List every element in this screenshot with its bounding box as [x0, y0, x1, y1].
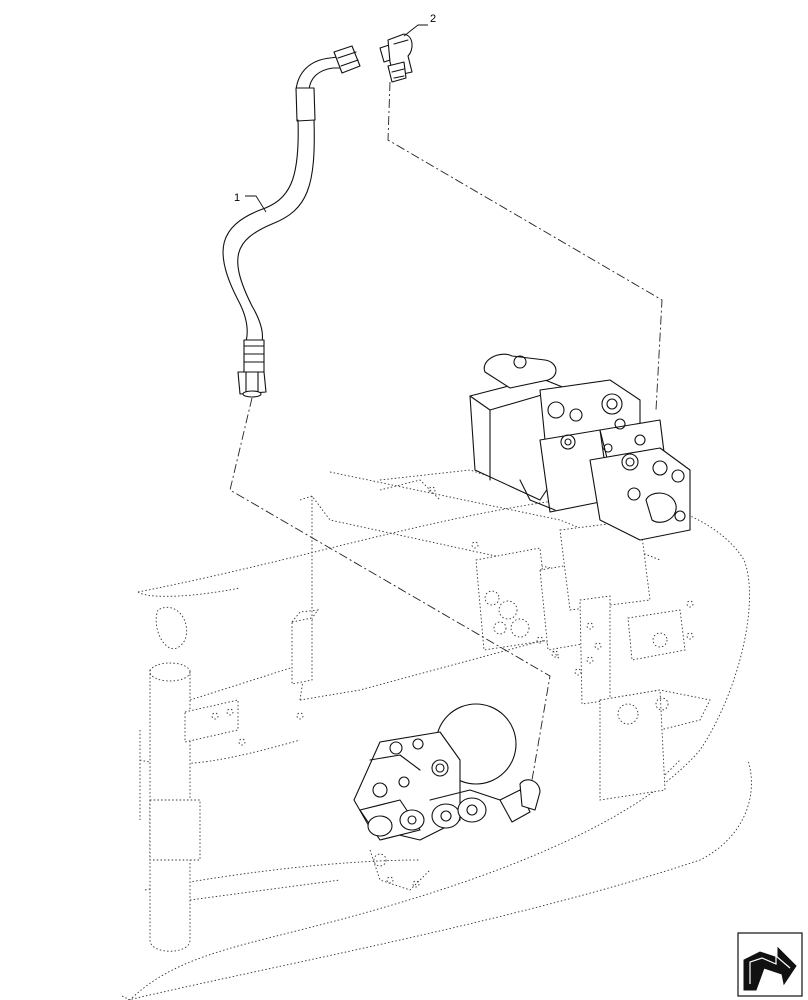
callout-label-2: 2 — [430, 13, 436, 25]
next-page-arrow-icon[interactable] — [737, 932, 803, 997]
callouts: 1 2 — [234, 13, 436, 204]
callout-leaders — [245, 24, 428, 213]
assembly-centerlines — [229, 81, 663, 781]
main-control-valve — [469, 353, 691, 541]
secondary-valve-assembly — [353, 703, 541, 891]
elbow-fitting — [379, 33, 413, 83]
hose-assembly — [222, 45, 361, 398]
callout-label-1: 1 — [234, 192, 240, 204]
chassis-frame — [119, 469, 752, 1000]
